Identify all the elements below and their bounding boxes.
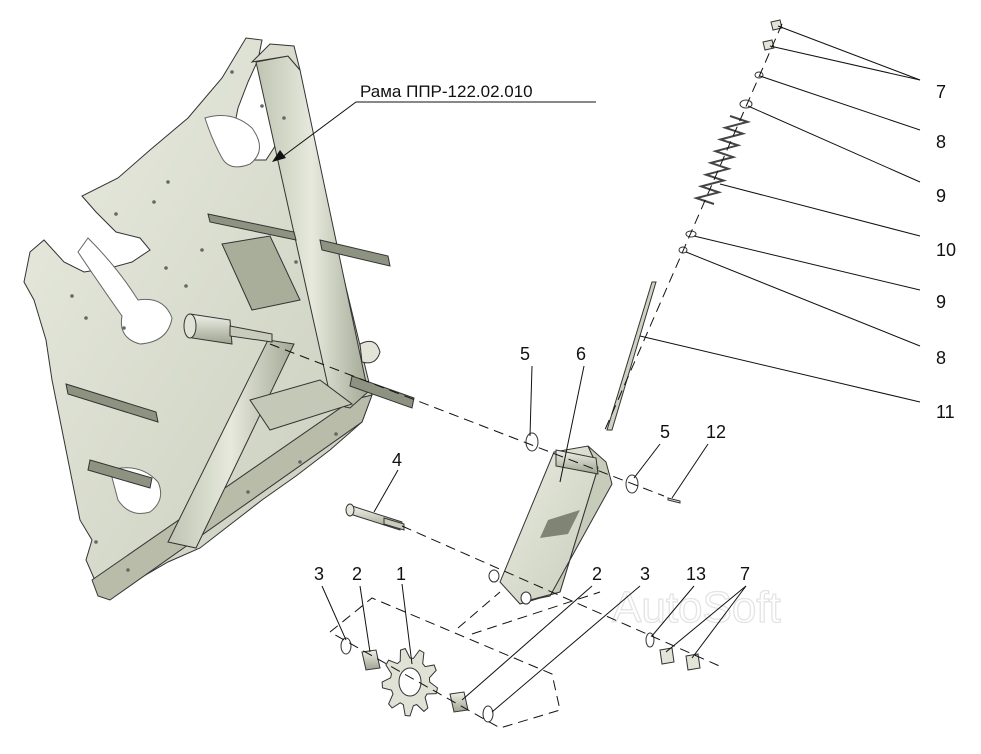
callout-1: 1 bbox=[396, 564, 406, 584]
callout-11: 11 bbox=[936, 402, 955, 422]
callout-5-left: 5 bbox=[520, 344, 530, 364]
frame-shaft bbox=[229, 325, 273, 343]
frame-gusset-lower bbox=[249, 379, 354, 431]
frame-bar-3 bbox=[65, 383, 159, 423]
callout-8-lower: 8 bbox=[936, 348, 946, 368]
frame-gusset bbox=[221, 235, 301, 311]
washer-3-right bbox=[482, 705, 494, 723]
bushing-2-left bbox=[361, 649, 381, 671]
callout-2-right: 2 bbox=[592, 564, 602, 584]
callout-8-top: 8 bbox=[936, 132, 946, 152]
spring-part-10 bbox=[692, 115, 752, 205]
watermark: AutoSoft bbox=[612, 583, 781, 632]
assembly-axes bbox=[269, 23, 783, 729]
callout-10: 10 bbox=[936, 240, 956, 260]
frame-bar-1 bbox=[207, 213, 297, 241]
callout-5-right: 5 bbox=[660, 422, 670, 442]
frame-round-stop bbox=[359, 340, 381, 364]
pin-part-4 bbox=[345, 503, 405, 531]
nut-7-bottom-1 bbox=[659, 647, 675, 665]
lever-part-6 bbox=[488, 445, 613, 605]
lever-hole-left bbox=[488, 569, 500, 583]
frame-bar-2 bbox=[319, 239, 391, 267]
lever-slot bbox=[540, 510, 580, 538]
hardware bbox=[340, 19, 783, 723]
callout-9-top: 9 bbox=[936, 186, 946, 206]
callout-3-right: 3 bbox=[640, 564, 650, 584]
frame-holes bbox=[70, 70, 338, 572]
bushing-2-right bbox=[449, 691, 469, 713]
frame-diagonal-strut bbox=[167, 339, 295, 549]
frame-slot-middle bbox=[77, 237, 173, 345]
callout-labels: 7 8 9 10 9 8 11 5 6 5 12 4 3 2 1 2 3 13 … bbox=[314, 82, 956, 584]
callout-7-top: 7 bbox=[936, 82, 946, 102]
callout-2-left: 2 bbox=[352, 564, 362, 584]
callout-13: 13 bbox=[686, 564, 706, 584]
frame-assembly bbox=[23, 37, 415, 601]
callout-6: 6 bbox=[576, 344, 586, 364]
callout-3-left: 3 bbox=[314, 564, 324, 584]
sprocket-part-1 bbox=[381, 647, 439, 717]
washer-5-left bbox=[525, 432, 539, 452]
frame-boss-end bbox=[183, 313, 197, 339]
callout-4: 4 bbox=[392, 450, 402, 470]
frame-label: Рама ППР-122.02.010 bbox=[360, 82, 533, 101]
frame-leader-arrowhead bbox=[272, 150, 286, 162]
callout-9-lower: 9 bbox=[936, 292, 946, 312]
rod-part-11 bbox=[606, 281, 657, 431]
frame-beam-top-cap bbox=[250, 43, 301, 71]
callout-7-bottom: 7 bbox=[740, 564, 750, 584]
washer-3-left bbox=[340, 637, 352, 655]
frame-bar-5 bbox=[87, 459, 153, 489]
callout-12: 12 bbox=[706, 422, 726, 442]
cotter-pin-12 bbox=[667, 497, 681, 504]
washer-9-lower bbox=[685, 230, 697, 238]
leader-lines bbox=[277, 25, 921, 713]
frame-slot-top bbox=[204, 115, 260, 168]
lever-hole-right bbox=[520, 591, 532, 605]
frame-bar-4 bbox=[349, 375, 415, 409]
